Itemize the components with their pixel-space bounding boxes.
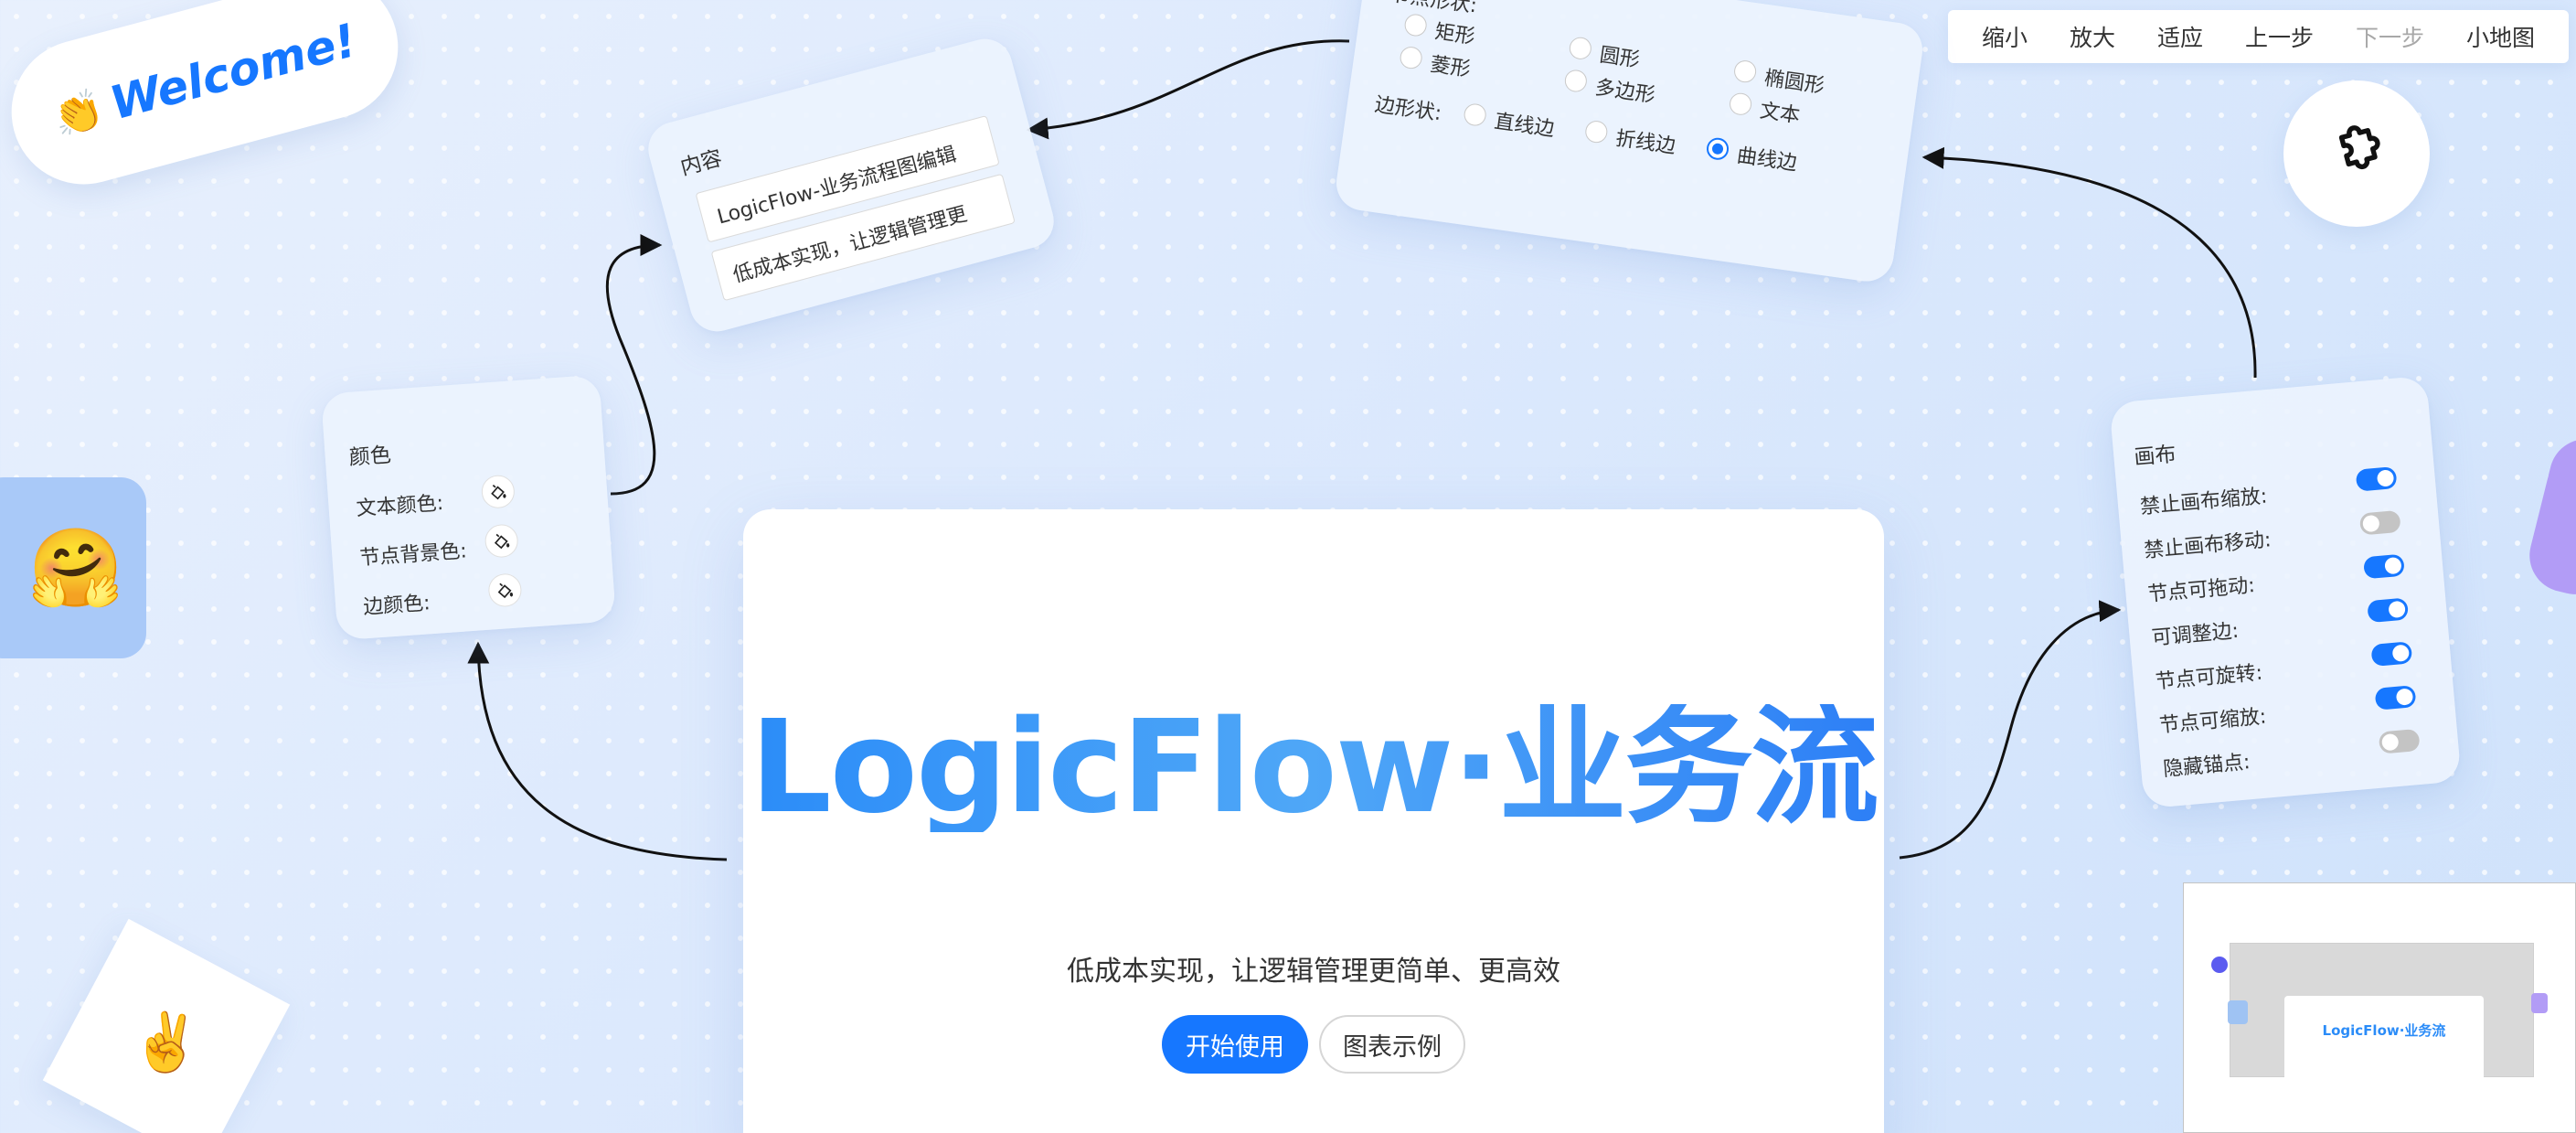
edge-shape-label: 边形状: xyxy=(1373,93,1443,126)
minimap-dot xyxy=(2211,957,2228,973)
node-bg-color-picker[interactable] xyxy=(484,523,519,559)
toggle-adjust-edge[interactable] xyxy=(2367,597,2410,624)
edge-color-picker[interactable] xyxy=(487,572,523,608)
radio-polygon-label: 多边形 xyxy=(1593,76,1657,108)
radio-bezier-edge-label: 曲线边 xyxy=(1735,144,1799,176)
toggle-label-disable-move: 禁止画布移动: xyxy=(2143,529,2273,563)
undo-button[interactable]: 上一步 xyxy=(2244,25,2314,51)
puzzle-icon xyxy=(2338,125,2380,170)
arrow-hero-to-color xyxy=(467,641,728,861)
paint-bucket-icon xyxy=(494,533,510,550)
toggle-node-draggable[interactable] xyxy=(2363,553,2405,580)
color-card-title: 颜色 xyxy=(348,443,392,470)
zoom-in-button[interactable]: 放大 xyxy=(2069,25,2115,51)
paint-bucket-icon xyxy=(491,484,506,500)
toggle-node-resizable[interactable] xyxy=(2374,685,2417,711)
toolbar: 缩小 放大 适应 上一步 下一步 小地图 xyxy=(1948,10,2569,63)
redo-button[interactable]: 下一步 xyxy=(2355,25,2424,51)
radio-line-edge-label: 直线边 xyxy=(1493,110,1556,142)
radio-polygon[interactable] xyxy=(1563,68,1589,94)
toggle-label-node-resizable: 节点可缩放: xyxy=(2158,705,2268,738)
hero-card: LogicFlow·业务流 低成本实现，让逻辑管理更简单、更高效 开始使用 图表… xyxy=(743,509,1884,1133)
minimap-hero xyxy=(2284,996,2484,1087)
minimap-tile-purple xyxy=(2531,993,2548,1013)
zoom-out-button[interactable]: 缩小 xyxy=(1981,25,2028,51)
welcome-text: Welcome! xyxy=(104,13,362,131)
arrow-shape-to-content xyxy=(1026,39,1350,140)
minimap[interactable]: LogicFlow·业务流 xyxy=(2183,882,2576,1133)
hug-emoji-tile: 🤗 xyxy=(0,477,146,658)
toggle-label-disable-zoom: 禁止画布缩放: xyxy=(2139,485,2269,519)
examples-button[interactable]: 图表示例 xyxy=(1319,1015,1465,1074)
arrow-canvas-to-shape xyxy=(1921,146,2257,379)
node-shape-label: 节点形状: xyxy=(1389,0,1479,18)
toggle-disable-move[interactable] xyxy=(2358,509,2401,536)
radio-polyline-edge[interactable] xyxy=(1583,119,1609,144)
text-color-picker[interactable] xyxy=(480,474,516,509)
fit-view-button[interactable]: 适应 xyxy=(2156,25,2203,51)
text-color-label: 文本颜色: xyxy=(355,491,444,521)
radio-polyline-edge-label: 折线边 xyxy=(1613,127,1677,159)
hero-title: LogicFlow·业务流 xyxy=(743,704,1884,832)
radio-line-edge[interactable] xyxy=(1463,102,1488,128)
canvas-card-title: 画布 xyxy=(2133,442,2177,470)
minimap-button[interactable]: 小地图 xyxy=(2465,25,2535,51)
color-card: 颜色 文本颜色: 节点背景色: 边颜色: xyxy=(320,374,617,641)
minimap-title: LogicFlow·业务流 xyxy=(2322,1022,2446,1039)
toggle-label-adjust-edge: 可调整边: xyxy=(2150,619,2241,650)
minimap-tile xyxy=(2228,1000,2248,1024)
toggle-label-node-rotatable: 节点可旋转: xyxy=(2154,661,2264,694)
canvas-card: 画布 禁止画布缩放: 禁止画布移动: 节点可拖动: 可调整边: 节点可旋转: 节… xyxy=(2109,375,2462,809)
radio-text-label: 文本 xyxy=(1758,99,1802,128)
radio-circle-label: 圆形 xyxy=(1598,43,1642,72)
radio-diamond-label: 菱形 xyxy=(1429,53,1473,82)
toggle-hide-anchor[interactable] xyxy=(2378,728,2421,754)
edge-color-label: 边颜色: xyxy=(362,592,431,620)
plugin-button[interactable] xyxy=(2283,80,2430,227)
toggle-disable-zoom[interactable] xyxy=(2355,465,2398,492)
paint-bucket-icon xyxy=(497,583,514,599)
radio-rect[interactable] xyxy=(1403,12,1429,38)
radio-ellipse-label: 椭圆形 xyxy=(1762,67,1826,99)
radio-rect-label: 矩形 xyxy=(1433,20,1477,49)
content-card-title: 内容 xyxy=(677,146,725,181)
node-bg-color-label: 节点背景色: xyxy=(358,540,468,571)
toggle-label-node-draggable: 节点可拖动: xyxy=(2146,573,2256,607)
arrow-hero-to-canvas xyxy=(1899,600,2122,860)
victory-hand-icon: ✌️ xyxy=(131,1008,202,1075)
radio-ellipse[interactable] xyxy=(1732,59,1758,84)
hero-subtitle: 低成本实现，让逻辑管理更简单、更高效 xyxy=(1067,956,1560,988)
radio-circle[interactable] xyxy=(1568,36,1593,61)
hugging-face-icon: 🤗 xyxy=(27,522,124,613)
radio-diamond[interactable] xyxy=(1399,45,1424,70)
clapping-hands-icon: 👏 xyxy=(48,84,110,144)
arrow-color-to-content xyxy=(605,234,663,496)
get-started-button[interactable]: 开始使用 xyxy=(1162,1015,1308,1074)
radio-text[interactable] xyxy=(1728,91,1753,117)
toggle-label-hide-anchor: 隐藏锚点: xyxy=(2162,751,2251,782)
radio-bezier-edge[interactable] xyxy=(1705,136,1730,162)
toggle-node-rotatable[interactable] xyxy=(2370,641,2413,667)
